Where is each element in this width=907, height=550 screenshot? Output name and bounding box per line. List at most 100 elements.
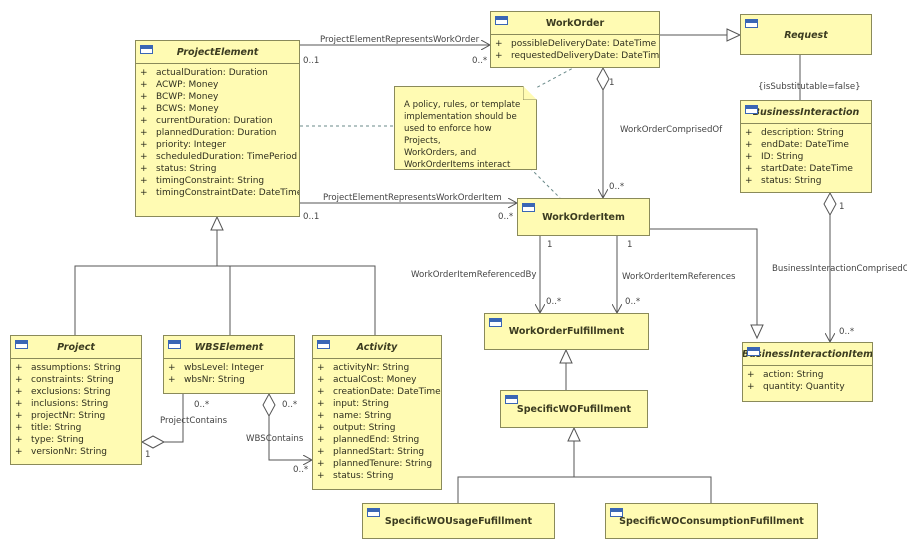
gen-arrowhead-bii xyxy=(750,324,764,340)
label-wo-comprised: WorkOrderComprisedOf xyxy=(620,125,723,135)
label-wo-comprised-mult-bottom: 0..* xyxy=(609,182,625,192)
visibility-marker: + xyxy=(317,423,325,433)
attribute-text: priority: Integer xyxy=(156,140,227,150)
class-icon xyxy=(140,45,153,54)
label-bi-comprised-mult-bottom: 0..* xyxy=(839,327,855,337)
policy-note[interactable]: A policy, rules, or template implementati… xyxy=(394,86,537,170)
visibility-marker: + xyxy=(15,423,23,433)
class-project[interactable]: Project +assumptions: String+constraints… xyxy=(10,335,142,465)
class-name: SpecificWOUsageFufillment xyxy=(384,515,533,527)
attribute-text: versionNr: String xyxy=(31,447,107,457)
visibility-marker: + xyxy=(15,447,23,457)
attribute-text: wbsLevel: Integer xyxy=(184,363,264,373)
label-wbs-contains: WBSContains xyxy=(246,434,304,444)
visibility-marker: + xyxy=(745,140,753,150)
visibility-marker: + xyxy=(317,471,325,481)
class-icon xyxy=(15,340,28,349)
attribute-row: +scheduledDuration: TimePeriod xyxy=(140,151,299,163)
visibility-marker: + xyxy=(140,188,148,198)
class-work-order-fulfillment[interactable]: WorkOrderFulfillment xyxy=(484,313,649,350)
attribute-row: +actualDuration: Duration xyxy=(140,67,299,79)
class-specific-wo-consumption[interactable]: SpecificWOConsumptionFufillment xyxy=(605,503,818,539)
attribute-row: + activityNr: String xyxy=(317,362,441,374)
class-work-order[interactable]: WorkOrder +possibleDeliveryDate: DateTim… xyxy=(490,11,660,68)
attribute-text: status: String xyxy=(761,176,822,186)
gen-arrowhead-pe xyxy=(210,215,224,231)
attribute-text: assumptions: String xyxy=(31,363,121,373)
attribute-row: +plannedEnd: String xyxy=(317,434,441,446)
class-specific-wo-fufillment[interactable]: SpecificWOFufillment xyxy=(500,390,648,428)
attribute-row: + possibleDeliveryDate: DateTime xyxy=(495,38,659,50)
attribute-text: wbsNr: String xyxy=(184,375,245,385)
attribute-row: +wbsLevel: Integer xyxy=(168,362,294,374)
class-business-interaction-item[interactable]: BusinessInteractionItem +action: String+… xyxy=(742,342,873,402)
attribute-row: +startDate: DateTime xyxy=(745,163,871,175)
visibility-marker: + xyxy=(317,363,325,373)
class-name: WBSElement xyxy=(194,341,264,353)
attribute-row: +description: String xyxy=(745,127,871,139)
attribute-row: + name: String xyxy=(317,410,441,422)
visibility-marker: + xyxy=(317,447,325,457)
attribute-row: + versionNr: String xyxy=(15,446,141,458)
class-name: Activity xyxy=(356,341,398,353)
note-line: A policy, rules, or template xyxy=(404,100,521,110)
class-wbs-element[interactable]: WBSElement +wbsLevel: Integer+ wbsNr: Str… xyxy=(163,335,295,394)
note-line: implementation should be xyxy=(404,112,517,122)
attribute-row: +timingConstraint: String xyxy=(140,175,299,187)
attribute-text: endDate: DateTime xyxy=(761,140,849,150)
label-is-substitutable: {isSubstitutable=false} xyxy=(758,82,861,92)
attribute-text: activityNr: String xyxy=(333,363,410,373)
attribute-text: status: String xyxy=(333,471,394,481)
attribute-row: +assumptions: String xyxy=(15,362,141,374)
visibility-marker: + xyxy=(495,39,503,49)
class-icon xyxy=(505,395,518,404)
class-icon xyxy=(489,318,502,327)
attribute-row: +currentDuration: Duration xyxy=(140,115,299,127)
class-work-order-item[interactable]: WorkOrderItem xyxy=(517,198,650,236)
visibility-marker: + xyxy=(140,104,148,114)
attribute-row: + timingConstraintDate: DateTime xyxy=(140,187,299,199)
note-line: WorkOrders, and xyxy=(404,148,477,158)
attribute-text: status: String xyxy=(156,164,217,174)
gen-arrowhead-wof xyxy=(559,348,573,364)
label-woi-references-mult-bottom: 0..* xyxy=(625,297,641,307)
attribute-text: plannedTenure: String xyxy=(333,459,433,469)
class-business-interaction[interactable]: BusinessInteraction +description: String… xyxy=(740,100,872,193)
visibility-marker: + xyxy=(317,411,325,421)
attribute-list: +description: String+endDate: DateTime+I… xyxy=(741,124,871,187)
attribute-text: plannedEnd: String xyxy=(333,435,420,445)
attribute-text: possibleDeliveryDate: DateTime xyxy=(511,39,657,49)
class-icon xyxy=(610,508,623,517)
attribute-row: +output: String xyxy=(317,422,441,434)
label-pe-wo-assoc: ProjectElementRepresentsWorkOrder xyxy=(320,35,480,45)
attribute-list: +assumptions: String+constraints: String… xyxy=(11,359,141,458)
label-wbs-contains-mult-bottom: 0..* xyxy=(293,465,309,475)
label-project-contains-mult-top: 0..* xyxy=(194,400,210,410)
class-request[interactable]: Request xyxy=(740,14,872,55)
class-name: SpecificWOConsumptionFufillment xyxy=(619,515,804,527)
visibility-marker: + xyxy=(168,375,176,385)
attribute-text: plannedDuration: Duration xyxy=(156,128,277,138)
class-icon xyxy=(495,16,508,25)
attribute-text: ACWP: Money xyxy=(156,80,219,90)
attribute-row: +plannedStart: String xyxy=(317,446,441,458)
composition-diamond-bi xyxy=(823,191,837,217)
note-line: used to enforce how Projects, xyxy=(404,124,492,146)
note-text: A policy, rules, or template implementati… xyxy=(404,99,530,171)
class-activity[interactable]: Activity +activityNr: String+actualCost:… xyxy=(312,335,442,490)
label-project-contains: ProjectContains xyxy=(160,416,228,426)
visibility-marker: + xyxy=(140,152,148,162)
attribute-row: +requestedDeliveryDate: DateTime xyxy=(495,50,659,62)
class-specific-wo-usage[interactable]: SpecificWOUsageFufillment xyxy=(362,503,555,539)
attribute-text: projectNr: String xyxy=(31,411,106,421)
class-name: ProjectElement xyxy=(176,46,259,58)
attribute-text: timingConstraintDate: DateTime xyxy=(156,188,300,198)
visibility-marker: + xyxy=(745,164,753,174)
label-woi-references-mult-top: 1 xyxy=(627,240,633,250)
class-project-element[interactable]: ProjectElement +actualDuration: Duration… xyxy=(135,40,300,217)
attribute-text: name: String xyxy=(333,411,392,421)
aggregation-diamond-project xyxy=(140,435,166,449)
attribute-text: currentDuration: Duration xyxy=(156,116,273,126)
class-icon xyxy=(367,508,380,517)
